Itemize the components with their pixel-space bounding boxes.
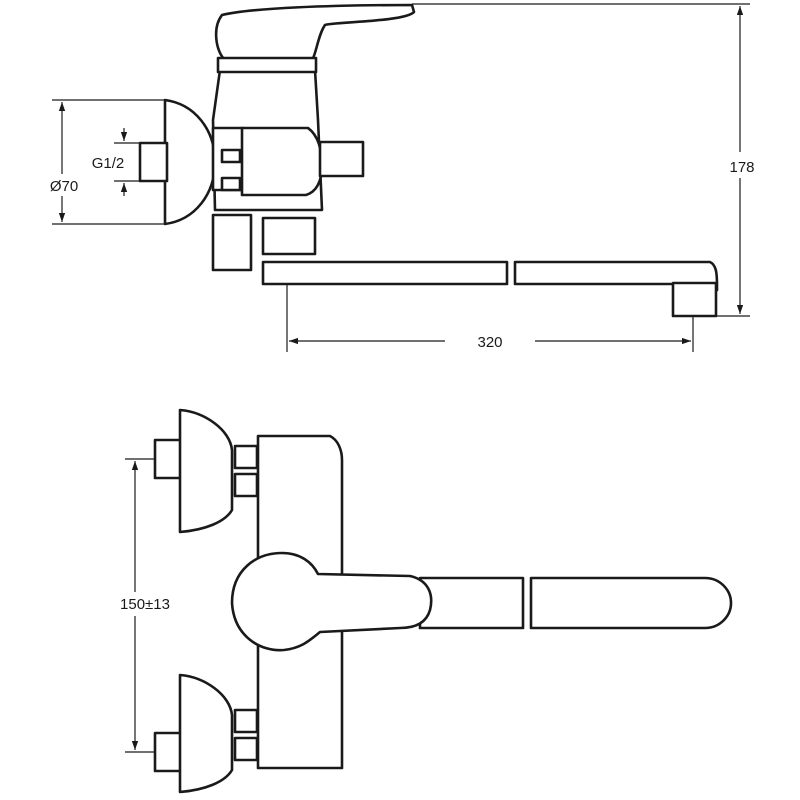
nut-upper-b — [233, 472, 259, 498]
wall-rosette-upper — [178, 408, 234, 534]
dimension-thread-label: G1/2 — [92, 155, 125, 172]
dimension-inlet-spacing-label: 150±13 — [120, 596, 170, 613]
side-view: 178 320 Ø70 G1/2 — [40, 3, 762, 354]
front-view: 150±13 — [98, 408, 733, 794]
inlet-connector-upper — [153, 438, 184, 480]
lever-handle — [214, 3, 416, 62]
nut-lower-b — [233, 736, 259, 762]
wall-rosette — [163, 98, 217, 226]
front-shield — [240, 126, 324, 197]
dimension-height-label: 178 — [729, 159, 754, 176]
spout-arm — [261, 260, 509, 286]
spout-outlet — [671, 281, 718, 318]
nut-hex-bottom — [220, 176, 242, 192]
spout-front-end — [529, 576, 733, 630]
inlet-connector — [138, 141, 169, 183]
nut-lower-a — [233, 708, 259, 734]
lower-valve — [211, 213, 253, 272]
spout-front — [418, 576, 525, 630]
lever-handle-front — [230, 551, 433, 652]
spout-connector — [261, 216, 317, 256]
label-mask — [445, 330, 535, 354]
diverter-knob — [318, 140, 365, 178]
wall-rosette-lower — [178, 673, 234, 794]
nut-upper-a — [233, 444, 259, 470]
dimension-diameter-label: Ø70 — [50, 178, 78, 195]
handle-collar — [216, 56, 318, 74]
label-mask — [40, 174, 88, 196]
inlet-connector-lower — [153, 731, 184, 773]
label-mask — [722, 152, 762, 178]
label-mask — [98, 592, 190, 616]
nut-hex-top — [220, 148, 242, 164]
dimension-reach-label: 320 — [477, 334, 502, 351]
